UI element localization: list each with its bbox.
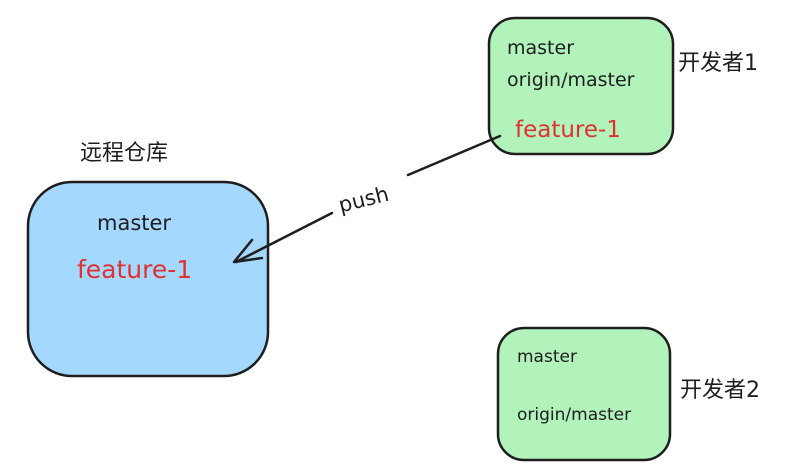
developer2-branch-master: master (517, 347, 577, 367)
developer1-group: master origin/master feature-1 开发者1 (487, 16, 758, 156)
push-arrow-line (234, 134, 502, 264)
remote-repo-group: 远程仓库 master feature-1 (26, 141, 270, 378)
push-arrow-group: push (232, 134, 502, 264)
remote-repo-title: 远程仓库 (80, 141, 168, 166)
developer2-label: 开发者2 (680, 378, 760, 403)
developer1-branch-feature: feature-1 (515, 117, 621, 143)
developer2-box (496, 326, 672, 462)
remote-branch-feature: feature-1 (77, 255, 192, 284)
developer1-box (487, 16, 675, 156)
arrow-head-icon (232, 238, 264, 264)
developer1-branch-origin: origin/master (507, 69, 635, 91)
developer2-group: master origin/master 开发者2 (496, 326, 760, 462)
remote-branch-master: master (97, 211, 171, 235)
developer2-branch-origin: origin/master (517, 405, 631, 425)
developer1-label: 开发者1 (678, 51, 758, 76)
push-label: push (336, 182, 391, 218)
remote-repo-box (26, 180, 270, 378)
developer1-branch-master: master (507, 37, 574, 59)
